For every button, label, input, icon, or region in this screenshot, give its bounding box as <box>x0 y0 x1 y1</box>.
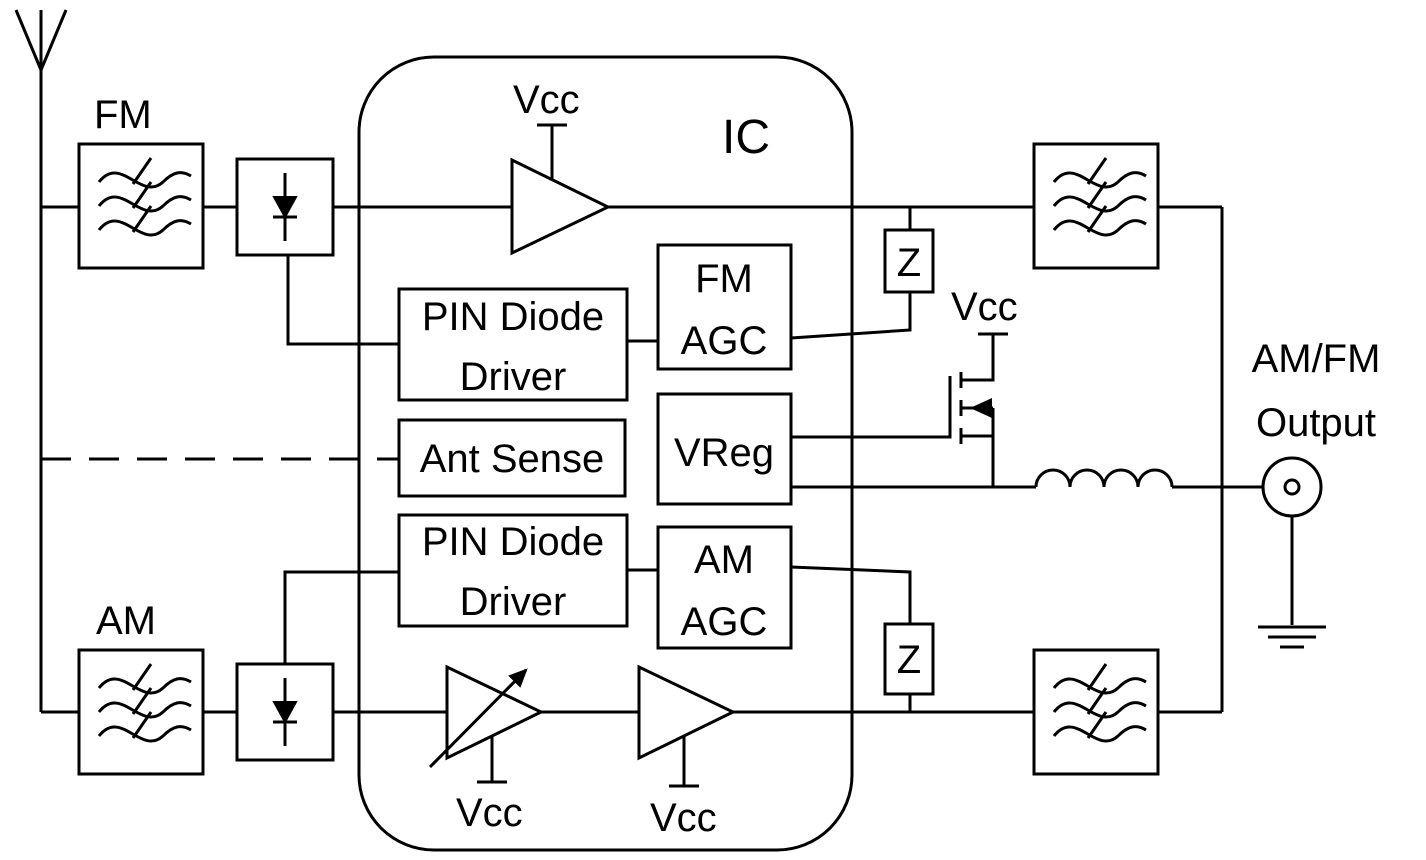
vcc-mosfet-label: Vcc <box>951 285 1018 329</box>
am-amplifier <box>637 664 737 788</box>
am-filter-label: AM <box>96 599 156 643</box>
vcc-am-amp-label: Vcc <box>650 796 717 840</box>
fm-amplifier <box>510 123 612 256</box>
fm-agc-line1: FM <box>695 257 753 301</box>
wire-fm-agc-z <box>790 292 912 340</box>
am-pin-driver-box <box>397 513 629 628</box>
variable-gain-amplifier-icon <box>428 664 545 784</box>
wire-am-diode-driver <box>283 570 399 664</box>
ground-icon <box>1258 625 1326 649</box>
fm-output-filter <box>1032 142 1160 270</box>
bandpass-filter-icon <box>77 648 205 776</box>
am-agc-box <box>656 525 793 650</box>
bandpass-filter-icon <box>1032 648 1160 776</box>
diode-icon <box>235 662 335 762</box>
output-label-line1: AM/FM <box>1252 337 1381 381</box>
antenna-icon <box>14 9 68 712</box>
wire-vreg-gate <box>791 390 952 439</box>
fm-filter-label: FM <box>94 93 152 137</box>
am-pin-driver-line1: PIN Diode <box>422 520 604 564</box>
wire-fm-diode-driver <box>286 255 399 346</box>
mosfet-icon <box>948 332 1008 487</box>
bandpass-filter-icon <box>77 142 205 270</box>
ant-sense-box <box>397 418 627 498</box>
coax-connector-icon <box>1261 456 1323 625</box>
fm-pin-driver-line1: PIN Diode <box>422 295 604 339</box>
vcc-top-label: Vcc <box>513 78 580 122</box>
fm-agc-box <box>656 243 793 371</box>
fm-input-filter <box>77 142 205 270</box>
am-pin-driver-line2: Driver <box>460 580 567 624</box>
fm-pin-driver-box <box>397 287 629 402</box>
fm-agc-line2: AGC <box>681 319 768 363</box>
diode-icon <box>235 157 335 257</box>
ant-sense-label: Ant Sense <box>420 437 605 481</box>
fm-pin-driver-line2: Driver <box>460 355 567 399</box>
am-input-filter <box>77 648 205 776</box>
am-agc-line1: AM <box>694 538 754 582</box>
ic-package <box>357 55 854 852</box>
z-top-box <box>883 228 935 294</box>
am-agc-line2: AGC <box>681 600 768 644</box>
z-bottom-box <box>883 622 935 696</box>
vreg-box <box>656 392 793 506</box>
vreg-label: VReg <box>674 431 774 475</box>
inductor-icon <box>1034 468 1174 488</box>
z-bottom-label: Z <box>897 638 921 682</box>
fm-pin-diode <box>235 157 335 257</box>
ic-label: IC <box>722 111 770 164</box>
output-label-line2: Output <box>1256 401 1376 445</box>
am-output-filter <box>1032 648 1160 776</box>
bandpass-filter-icon <box>1032 142 1160 270</box>
amplifier-icon <box>637 664 737 761</box>
wire-am-agc-z <box>790 565 912 624</box>
amplifier-icon <box>510 157 612 256</box>
vcc-var-amp-label: Vcc <box>456 791 523 835</box>
am-pin-diode <box>235 662 335 762</box>
z-top-label: Z <box>897 241 921 285</box>
